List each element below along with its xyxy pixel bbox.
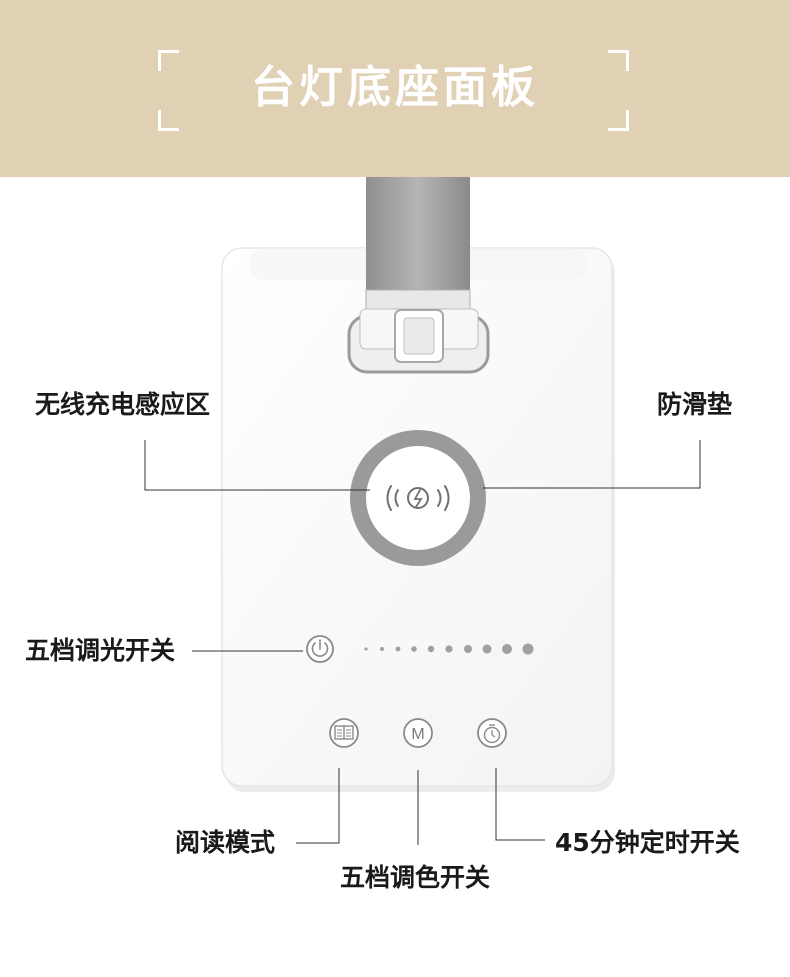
mode-m-icon[interactable]: M — [403, 718, 433, 748]
wireless-charging-label: 无线充电感应区 — [35, 390, 211, 419]
wireless-charging-zone — [350, 430, 486, 566]
brightness-dot — [482, 644, 492, 654]
power-icon[interactable] — [306, 635, 334, 663]
corner-bracket-top-left — [158, 50, 179, 71]
brightness-dot — [445, 645, 453, 653]
reading-mode-label: 阅读模式 — [175, 828, 276, 857]
anti-slip-pad-label: 防滑垫 — [657, 390, 733, 419]
brightness-dot — [464, 645, 472, 653]
brightness-dot — [411, 646, 417, 652]
book-icon[interactable] — [329, 718, 359, 748]
brightness-indicator — [364, 643, 534, 655]
header-banner: 台灯底座面板 — [0, 0, 790, 177]
callout-lines — [144, 440, 701, 845]
brightness-dot — [364, 647, 368, 651]
reading-mode-leader — [296, 768, 340, 844]
timer-leader — [495, 768, 545, 841]
timer-switch-label: 45分钟定时开关 — [555, 828, 740, 857]
corner-bracket-bottom-left — [158, 110, 179, 131]
mode-button-label: M — [411, 726, 424, 743]
anti-slip-leader — [483, 440, 701, 489]
brightness-dot — [502, 644, 512, 654]
corner-bracket-bottom-right — [608, 110, 629, 131]
brightness-dot — [522, 643, 534, 655]
color-switch-label: 五档调色开关 — [340, 863, 491, 892]
page-title: 台灯底座面板 — [251, 62, 539, 113]
brightness-dot — [395, 646, 401, 652]
wireless-charging-icon — [386, 485, 450, 511]
lamp-arm — [347, 177, 490, 374]
brightness-switch-label: 五档调光开关 — [25, 636, 176, 665]
timer-icon[interactable] — [477, 718, 507, 748]
corner-bracket-top-right — [608, 50, 629, 71]
wireless-charging-leader — [144, 440, 370, 491]
brightness-dot — [427, 645, 435, 653]
brightness-dot — [380, 647, 384, 651]
